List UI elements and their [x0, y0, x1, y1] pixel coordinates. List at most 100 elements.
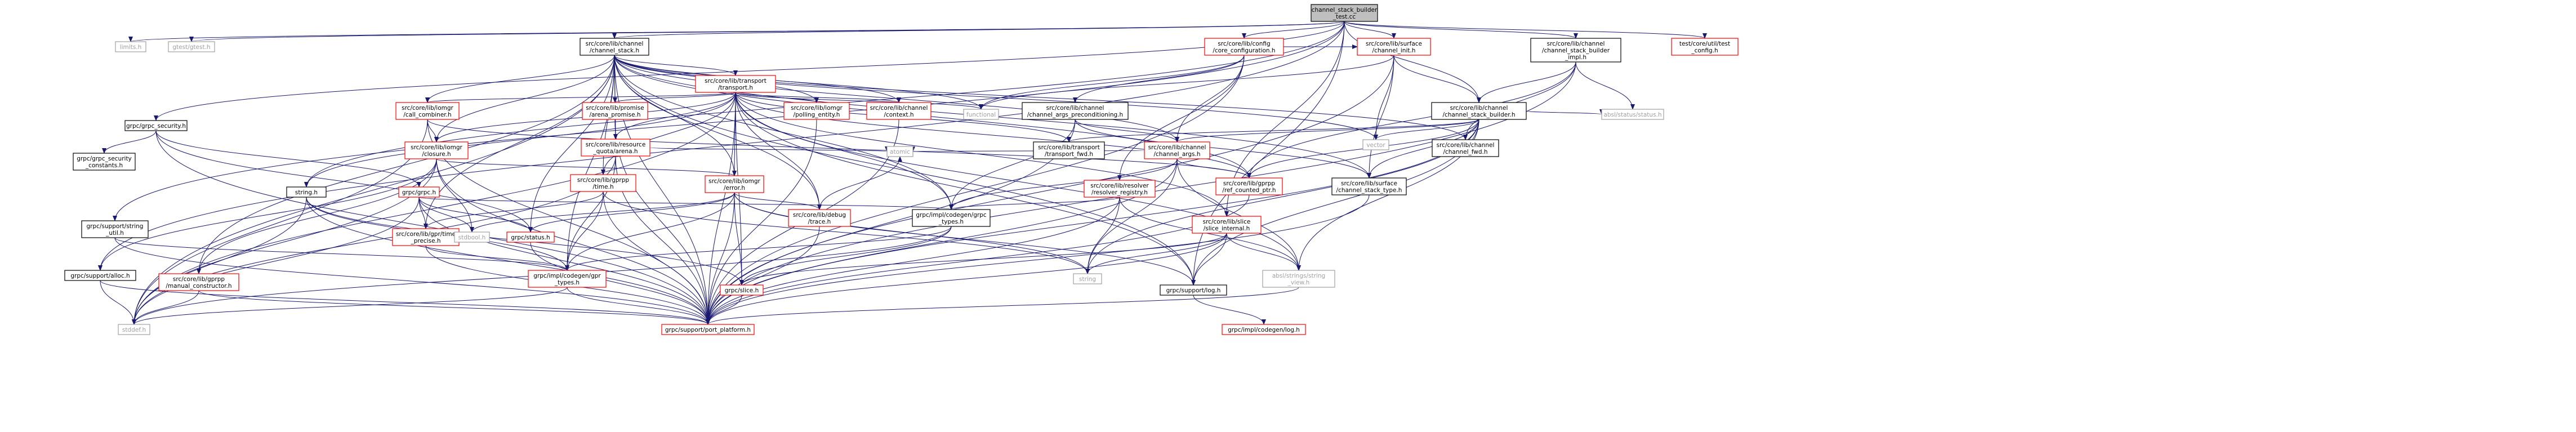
node-transport[interactable]: src/core/lib/transport/transport.h — [695, 75, 776, 93]
node-label-line: _types.h — [938, 219, 964, 225]
node-transport_fwd[interactable]: src/core/lib/transport/transport_fwd.h — [1033, 141, 1105, 159]
node-box — [528, 270, 607, 288]
edge-channel_args-to-codegen_grpc_types — [949, 158, 1178, 210]
node-box — [1033, 141, 1105, 159]
node-gpr_types[interactable]: grpc/impl/codegen/gpr_types.h — [528, 270, 607, 288]
node-grpc_h[interactable]: grpc/grpc.h — [398, 186, 440, 198]
node-test_config[interactable]: test/core/util/test_config.h — [1671, 38, 1739, 56]
node-box — [912, 209, 991, 227]
node-box — [64, 270, 136, 281]
node-support_log[interactable]: grpc/support/log.h — [1160, 284, 1227, 296]
edge-debug_trace-to-atomic — [819, 156, 902, 210]
node-label-line: src/core/lib/iomgr — [708, 178, 760, 185]
node-error[interactable]: src/core/lib/iomgr/error.h — [705, 175, 764, 193]
node-call_combiner[interactable]: src/core/lib/iomgr/call_combiner.h — [395, 102, 460, 120]
node-box — [1222, 324, 1306, 335]
node-box — [158, 273, 239, 291]
node-grpc_slice[interactable]: grpc/slice.h — [720, 284, 764, 296]
node-label-line: /context.h — [884, 112, 913, 118]
edge-error-to-grpc_slice — [734, 192, 744, 286]
node-ref_counted_ptr[interactable]: src/core/lib/gprpp/ref_counted_ptr.h — [1215, 177, 1283, 195]
node-label-line: absl/strings/string — [1272, 273, 1325, 279]
node-alloc[interactable]: grpc/support/alloc.h — [64, 270, 136, 281]
node-label-line: /time.h — [592, 184, 613, 190]
node-channel_stack[interactable]: src/core/lib/channel/channel_stack.h — [580, 38, 649, 56]
edge-channel_stack-to-gpr_types — [565, 55, 615, 271]
node-box — [1144, 141, 1210, 159]
node-abseil_status[interactable]: absl/status/status.h — [1601, 109, 1664, 120]
node-atomic[interactable]: atomic — [886, 146, 913, 157]
node-codegen_log[interactable]: grpc/impl/codegen/log.h — [1222, 324, 1306, 335]
edge-string_util-to-port_platform — [114, 237, 710, 325]
node-label-line: string — [1079, 276, 1096, 283]
edge-csb_impl-to-ref_counted_ptr — [1247, 61, 1576, 179]
edge-grpc_h-to-port_platform — [418, 197, 710, 325]
node-args_precond[interactable]: src/core/lib/channel/channel_args_precon… — [1022, 102, 1129, 120]
edge-grpc_security-to-port_platform — [155, 130, 710, 325]
node-label-line: src/core/lib/gpr/time — [396, 231, 456, 238]
node-gtest[interactable]: gtest/gtest.h — [168, 41, 215, 52]
node-resource_quota_arena[interactable]: src/core/lib/resource_quota/arena.h — [581, 139, 650, 157]
node-label-line: grpc/slice.h — [725, 287, 759, 294]
node-grpc_security_constants[interactable]: grpc/grpc_security_constants.h — [73, 153, 136, 171]
edge-channel_stack_builder_test-to-test_config — [1344, 21, 1707, 39]
node-grpc_status[interactable]: grpc/status.h — [506, 231, 555, 243]
edge-channel_stack-to-grpc_status — [528, 55, 615, 233]
node-box — [124, 120, 188, 131]
edge-time_precise-to-gpr_types — [425, 245, 569, 271]
node-label-line: absl/status/status.h — [1603, 112, 1661, 118]
node-box — [506, 231, 555, 243]
node-box — [404, 141, 469, 159]
edge-channel_stack_builder_test-to-csb — [1344, 21, 1481, 103]
node-context[interactable]: src/core/lib/channel/context.h — [866, 102, 932, 120]
edge-string_view-to-port_platform — [706, 287, 1299, 325]
node-label-line: /channel_fwd.h — [1443, 149, 1487, 155]
node-gprpp_time[interactable]: src/core/lib/gprpp/time.h — [570, 174, 636, 192]
node-arena_promise[interactable]: src/core/lib/promise/arena_promise.h — [582, 102, 648, 120]
node-channel_args[interactable]: src/core/lib/channel/channel_args.h — [1144, 141, 1210, 159]
node-box — [73, 153, 136, 171]
node-grpc_security[interactable]: grpc/grpc_security.h — [124, 120, 188, 131]
node-box — [1192, 216, 1262, 234]
node-port_platform[interactable]: grpc/support/port_platform.h — [661, 324, 755, 335]
node-csb_impl[interactable]: src/core/lib/channel/channel_stack_build… — [1530, 38, 1621, 63]
edge-surface_channel_init-to-stack_type — [1367, 55, 1394, 179]
node-codegen_grpc_types[interactable]: grpc/impl/codegen/grpc_types.h — [912, 209, 991, 227]
node-box — [1601, 109, 1664, 120]
node-slice_internal[interactable]: src/core/lib/slice/slice_internal.h — [1192, 216, 1262, 234]
edge-string_h-to-stddef — [132, 197, 307, 325]
node-csb[interactable]: src/core/lib/channel/channel_stack_build… — [1431, 102, 1527, 120]
edge-resolver_registry-to-string_view — [1119, 197, 1301, 271]
node-polling_entity[interactable]: src/core/lib/iomgr/polling_entity.h — [783, 102, 850, 120]
node-channel_fwd[interactable]: src/core/lib/channel/channel_fwd.h — [1432, 139, 1499, 157]
node-resolver_registry[interactable]: src/core/lib/resolver/resolver_registry.… — [1084, 180, 1156, 198]
node-debug_trace[interactable]: src/core/lib/debug/trace.h — [788, 209, 851, 227]
edge-csb_impl-to-channel_fwd — [1463, 61, 1576, 140]
node-label-line: grpc/impl/codegen/grpc — [916, 212, 987, 219]
node-label-line: stdbool.h — [458, 234, 486, 241]
edge-alloc-to-port_platform — [100, 280, 710, 325]
node-functional[interactable]: functional — [963, 109, 999, 120]
node-box — [1262, 270, 1335, 288]
node-stddef[interactable]: stddef.h — [118, 324, 150, 335]
edge-gprpp_time-to-port_platform — [603, 191, 710, 325]
node-closure[interactable]: src/core/lib/iomgr/closure.h — [404, 141, 469, 159]
node-label-line: /polling_entity.h — [794, 112, 840, 118]
node-vector[interactable]: vector — [1362, 139, 1389, 150]
node-string_std[interactable]: string — [1073, 273, 1102, 284]
node-string_h[interactable]: string.h — [286, 186, 327, 198]
node-time_precise[interactable]: src/core/lib/gpr/time_precise.h — [392, 228, 460, 246]
node-surface_channel_init[interactable]: src/core/lib/surface/channel_init.h — [1357, 38, 1431, 56]
edge-slice_internal-to-port_platform — [706, 233, 1227, 325]
node-manual_constructor[interactable]: src/core/lib/gprpp/manual_constructor.h — [158, 273, 239, 291]
edge-stack_type-to-port_platform — [706, 194, 1370, 325]
node-stdbool[interactable]: stdbool.h — [454, 231, 490, 243]
node-stack_type[interactable]: src/core/lib/surface/channel_stack_type.… — [1331, 177, 1407, 195]
node-string_view[interactable]: absl/strings/string_view.h — [1262, 270, 1335, 288]
node-config[interactable]: src/core/lib/config/core_configuration.h — [1204, 38, 1284, 56]
edge-manual_constructor-to-stddef — [132, 290, 199, 325]
edge-transport-to-functional — [735, 92, 983, 110]
node-limits[interactable]: limits.h — [115, 41, 146, 52]
node-string_util[interactable]: grpc/support/string_util.h — [81, 220, 149, 238]
node-label-line: string.h — [295, 189, 318, 196]
